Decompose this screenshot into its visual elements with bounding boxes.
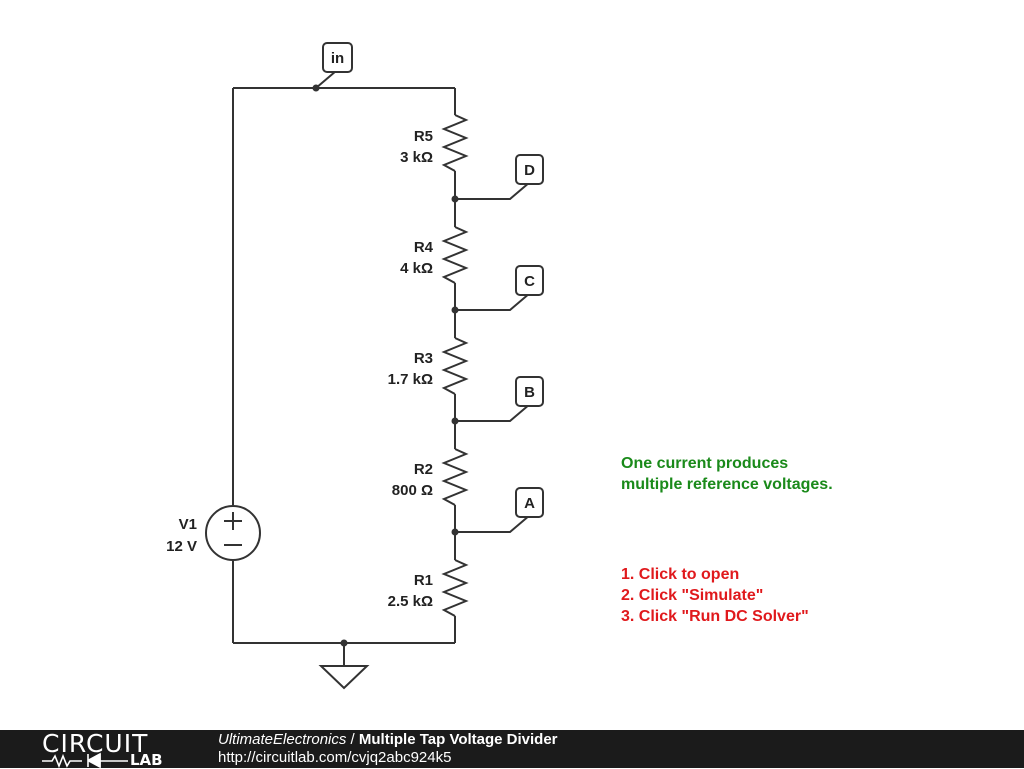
resistor-r5-body[interactable] — [441, 114, 469, 172]
footer-url[interactable]: http://circuitlab.com/cvjq2abc924k5 — [218, 749, 452, 766]
description-line-2: multiple reference voltages. — [621, 476, 833, 493]
tap-wire-a — [455, 514, 531, 533]
tap-wire-b — [455, 403, 531, 422]
node-tag-b-label: B — [524, 384, 535, 401]
instruction-step-1[interactable]: 1. Click to open — [621, 566, 740, 583]
node-tag-a-box[interactable] — [515, 487, 544, 518]
description-line-1: One current produces — [621, 455, 789, 472]
instruction-step-3: 3. Click "Run DC Solver" — [621, 608, 809, 625]
resistor-r3-value: 1.7 kΩ — [388, 371, 433, 388]
resistor-r2-body[interactable] — [441, 448, 469, 506]
resistor-r5-value: 3 kΩ — [400, 149, 433, 166]
node-tag-in-box[interactable] — [322, 42, 353, 73]
resistor-r1-name: R1 — [414, 572, 433, 589]
input-tag-wire — [315, 70, 337, 89]
resistor-r4-body[interactable] — [441, 226, 469, 284]
resistor-r4-value: 4 kΩ — [400, 260, 433, 277]
circuit-schematic[interactable]: in D C B A R5 3 kΩ R4 4 kΩ R3 1.7 kΩ R2 … — [0, 0, 1024, 730]
instructions-note[interactable]: 1. Click to open 2. Click "Simulate" 3. … — [621, 564, 809, 627]
instruction-step-2: 2. Click "Simulate" — [621, 587, 764, 604]
node-tag-c-box[interactable] — [515, 265, 544, 296]
junction-dot-c — [451, 306, 459, 314]
node-tag-a-label: A — [524, 495, 535, 512]
source-v1-name: V1 — [179, 516, 197, 533]
junction-dot-b — [451, 417, 459, 425]
node-tag-in-label: in — [331, 50, 344, 67]
voltage-source-v1[interactable] — [205, 505, 261, 561]
footer-separator: / — [346, 731, 359, 748]
resistor-r2-name: R2 — [414, 461, 433, 478]
source-plus-sign — [224, 512, 242, 530]
node-tag-d-box[interactable] — [515, 154, 544, 185]
resistor-r1-body[interactable] — [441, 559, 469, 617]
source-v1-value: 12 V — [166, 538, 197, 555]
footer-author[interactable]: UltimateElectronics — [218, 731, 347, 748]
resistor-r3-name: R3 — [414, 350, 433, 367]
logo-wordmark-top: CIRCUIT — [42, 729, 149, 758]
logo-wordmark-bottom: LAB — [130, 751, 163, 769]
tap-wire-c — [455, 292, 531, 311]
node-tag-b-box[interactable] — [515, 376, 544, 407]
junction-dot-in — [312, 84, 320, 92]
tap-wire-d — [455, 181, 531, 200]
ground-symbol[interactable] — [318, 665, 370, 690]
footer-title: UltimateElectronics / Multiple Tap Volta… — [218, 731, 558, 749]
junction-dot-ground — [340, 639, 348, 647]
node-tag-d-label: D — [524, 162, 535, 179]
node-tag-c-label: C — [524, 273, 535, 290]
resistor-r5-name: R5 — [414, 128, 433, 145]
footer-circuit-name: Multiple Tap Voltage Divider — [358, 731, 558, 748]
resistor-r2-value: 800 Ω — [392, 482, 433, 499]
logo-circuit-glyph-icon — [42, 752, 128, 768]
junction-dot-a — [451, 528, 459, 536]
circuitlab-logo[interactable]: CIRCUIT LAB — [42, 730, 192, 768]
resistor-r1-value: 2.5 kΩ — [388, 593, 433, 610]
description-note: One current produces multiple reference … — [621, 453, 833, 495]
junction-dot-d — [451, 195, 459, 203]
footer-bar: CIRCUIT LAB UltimateElectronics / Multip… — [0, 730, 1024, 768]
resistor-r4-name: R4 — [414, 239, 434, 256]
resistor-r3-body[interactable] — [441, 337, 469, 395]
